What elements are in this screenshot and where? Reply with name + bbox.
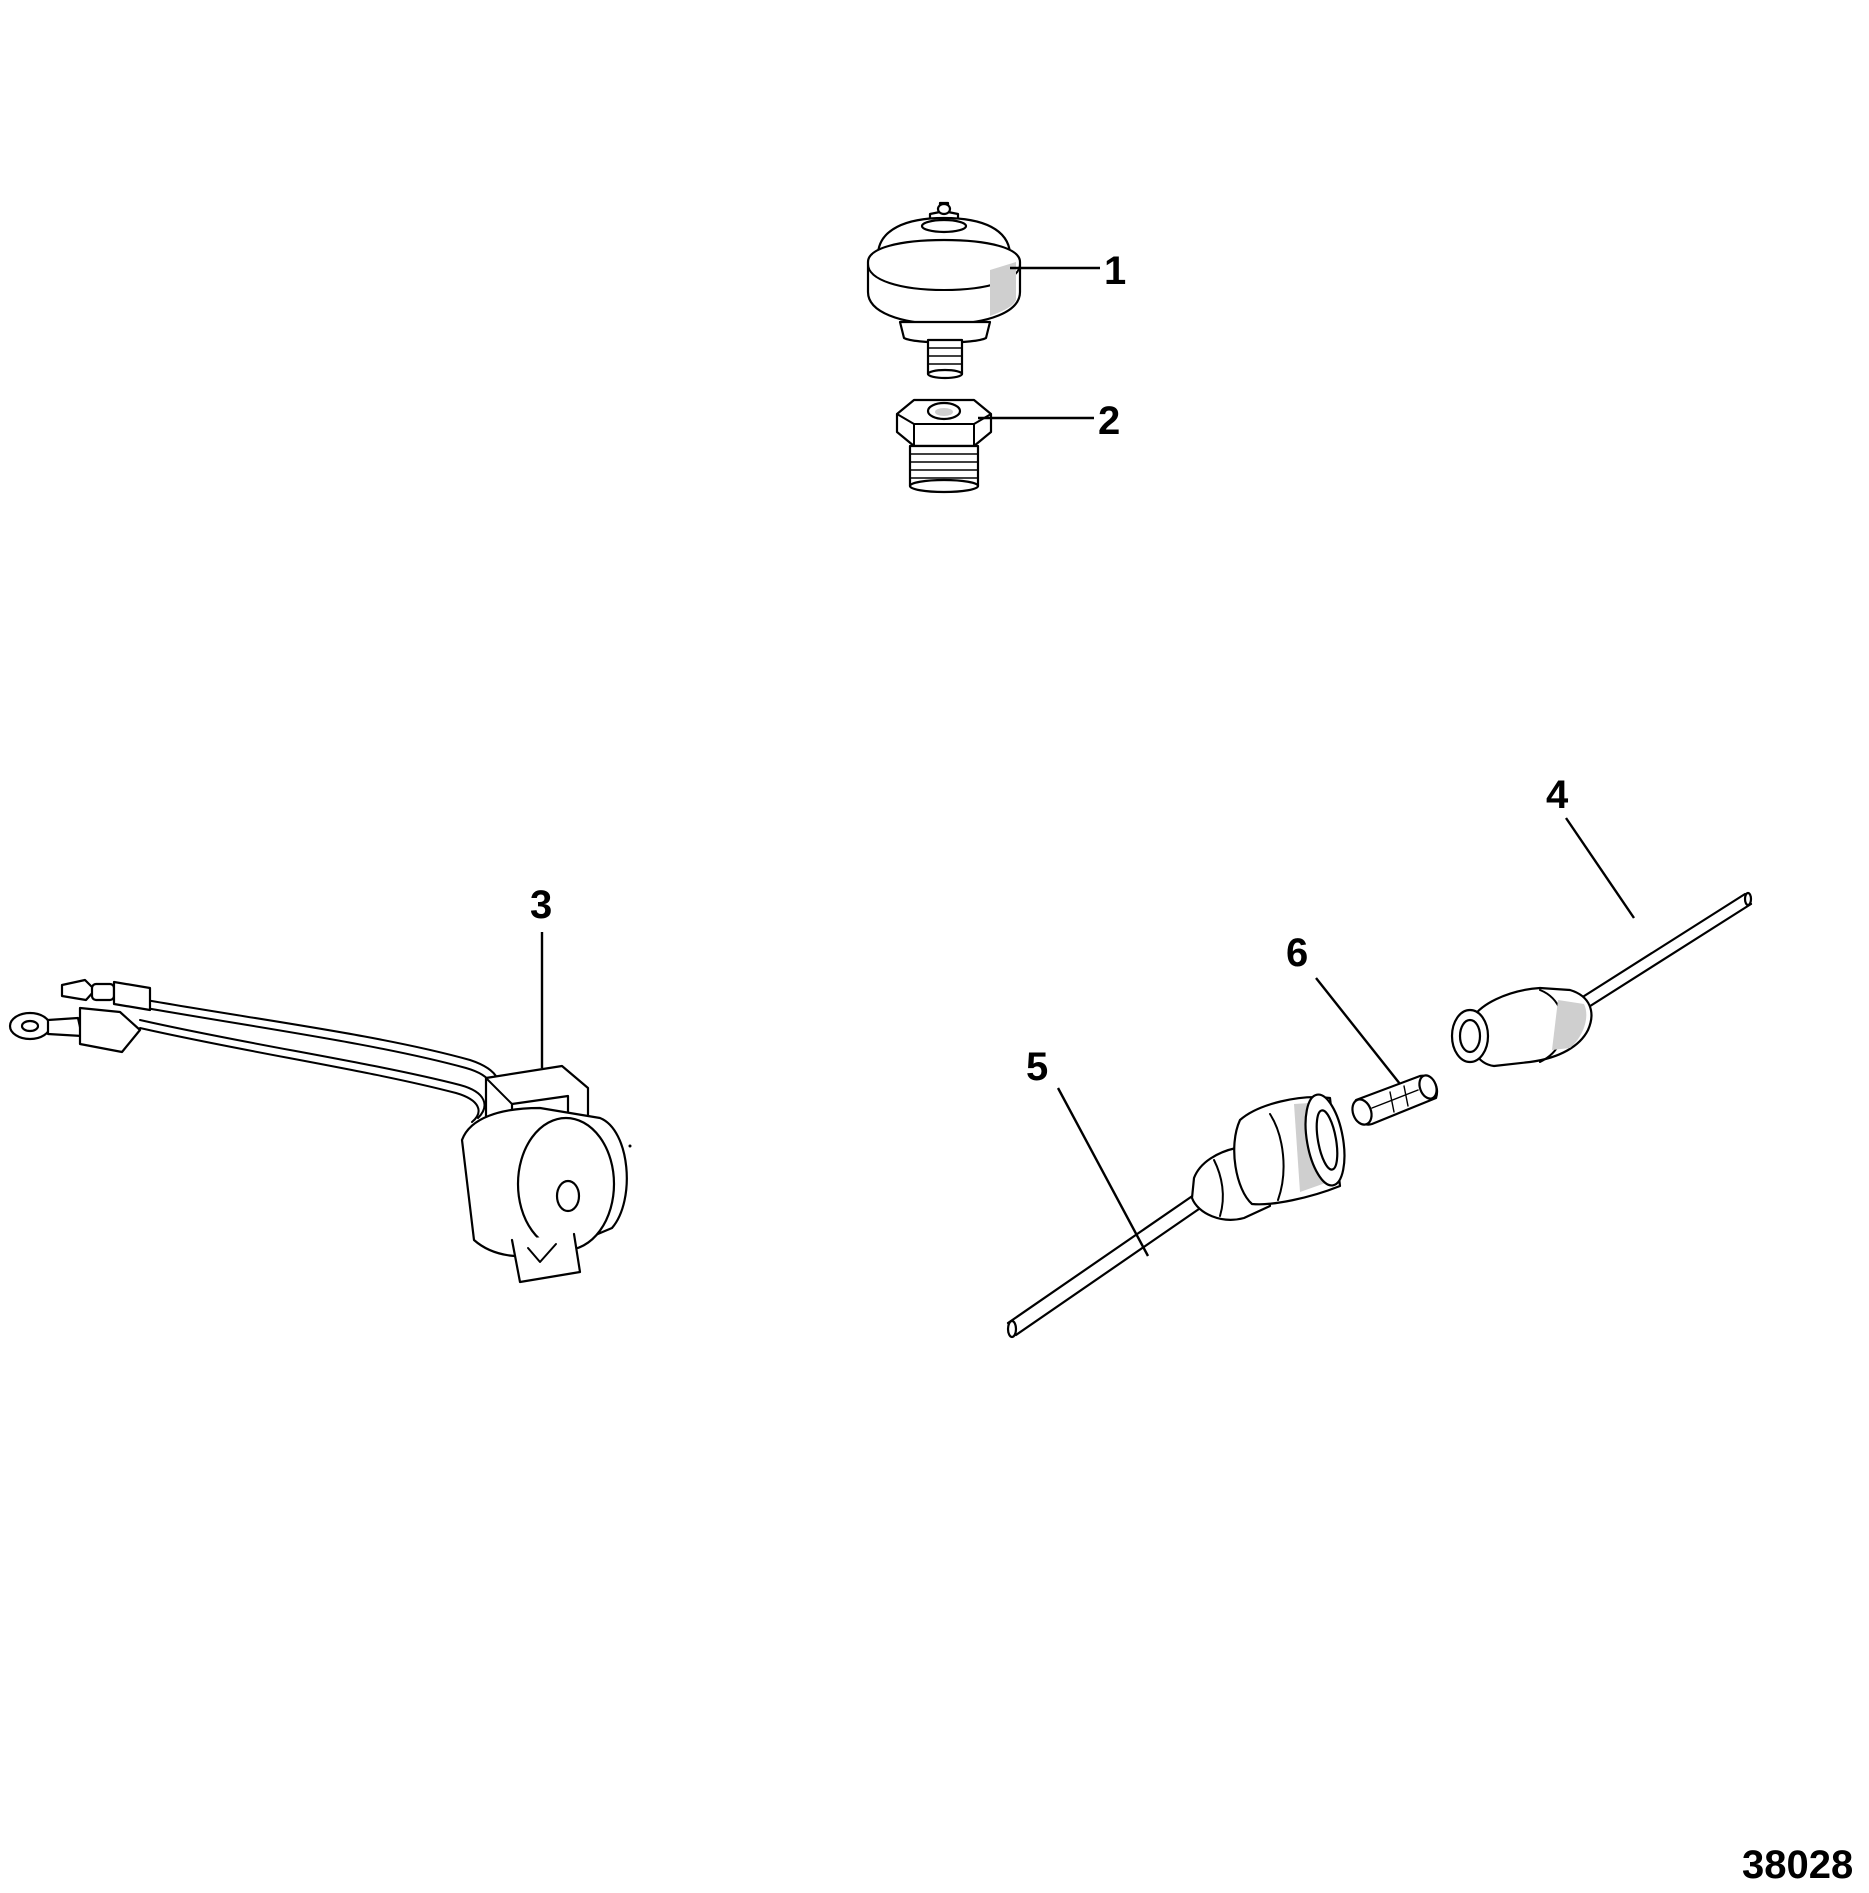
callout-4: 4: [1546, 773, 1569, 817]
figure-id: 38028: [1742, 1843, 1853, 1887]
callout-1: 1: [1104, 249, 1126, 293]
leader-lines: [540, 266, 1635, 1257]
part-5-fuse-holder-lead: [1006, 1093, 1346, 1339]
part-2-adaptor-fitting: [895, 398, 993, 494]
leader-4: [1565, 817, 1635, 919]
callout-3: 3: [530, 883, 552, 927]
callout-numbers: 1 2 3 4 5 6: [530, 249, 1569, 1089]
part-4-fuse-holder-lead: [1450, 891, 1753, 1068]
part-3-coil-assembly: [8, 978, 632, 1284]
leader-6: [1315, 977, 1401, 1085]
leader-5: [1056, 1087, 1150, 1257]
callout-6: 6: [1286, 931, 1308, 975]
callout-2: 2: [1098, 399, 1120, 443]
part-6-fuse: [1351, 1074, 1439, 1126]
callout-5: 5: [1026, 1045, 1048, 1089]
part-1-pressure-switch: [866, 201, 1022, 380]
